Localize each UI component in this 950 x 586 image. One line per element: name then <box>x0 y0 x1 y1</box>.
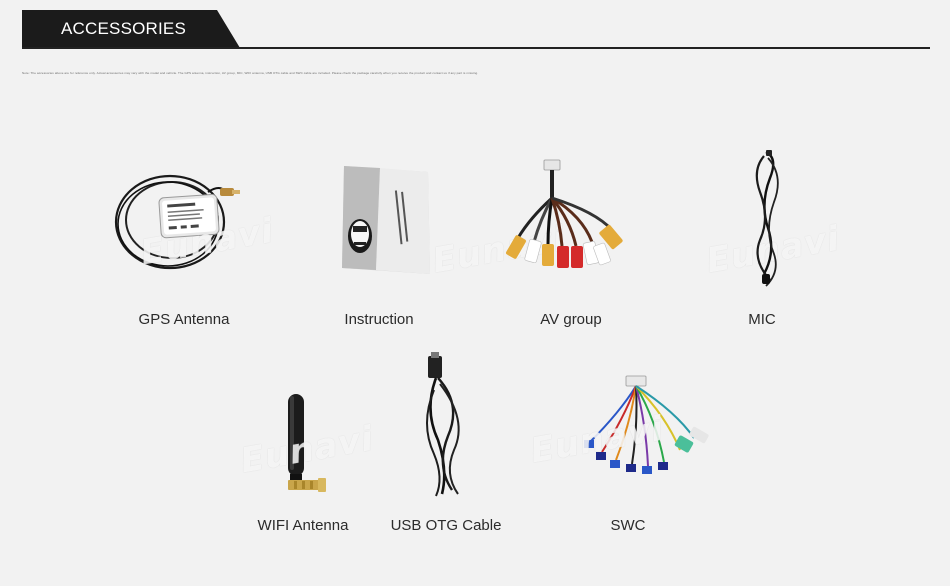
item-label-usb-otg-cable: USB OTG Cable <box>390 517 502 534</box>
item-label-mic: MIC <box>748 311 776 328</box>
header-divider <box>22 47 930 49</box>
section-title: ACCESSORIES <box>61 19 187 38</box>
item-label-swc: SWC <box>610 517 646 534</box>
microphone-cable-image <box>755 150 779 287</box>
item-label-instruction: Instruction <box>344 311 414 328</box>
item-label-wifi-antenna: WIFI Antenna <box>257 517 349 534</box>
item-label-gps-antenna: GPS Antenna <box>138 311 230 328</box>
gps-antenna-image <box>114 174 240 270</box>
wifi-antenna-image <box>288 394 326 492</box>
header-banner <box>22 10 240 48</box>
usb-otg-cable-image <box>426 352 460 497</box>
fine-print-note: Note: The accessories above are for refe… <box>22 71 479 75</box>
av-cable-group-image <box>506 159 623 268</box>
swc-cable-image <box>584 375 709 474</box>
instruction-manual-image <box>342 166 430 274</box>
item-label-av-group: AV group <box>540 311 602 328</box>
